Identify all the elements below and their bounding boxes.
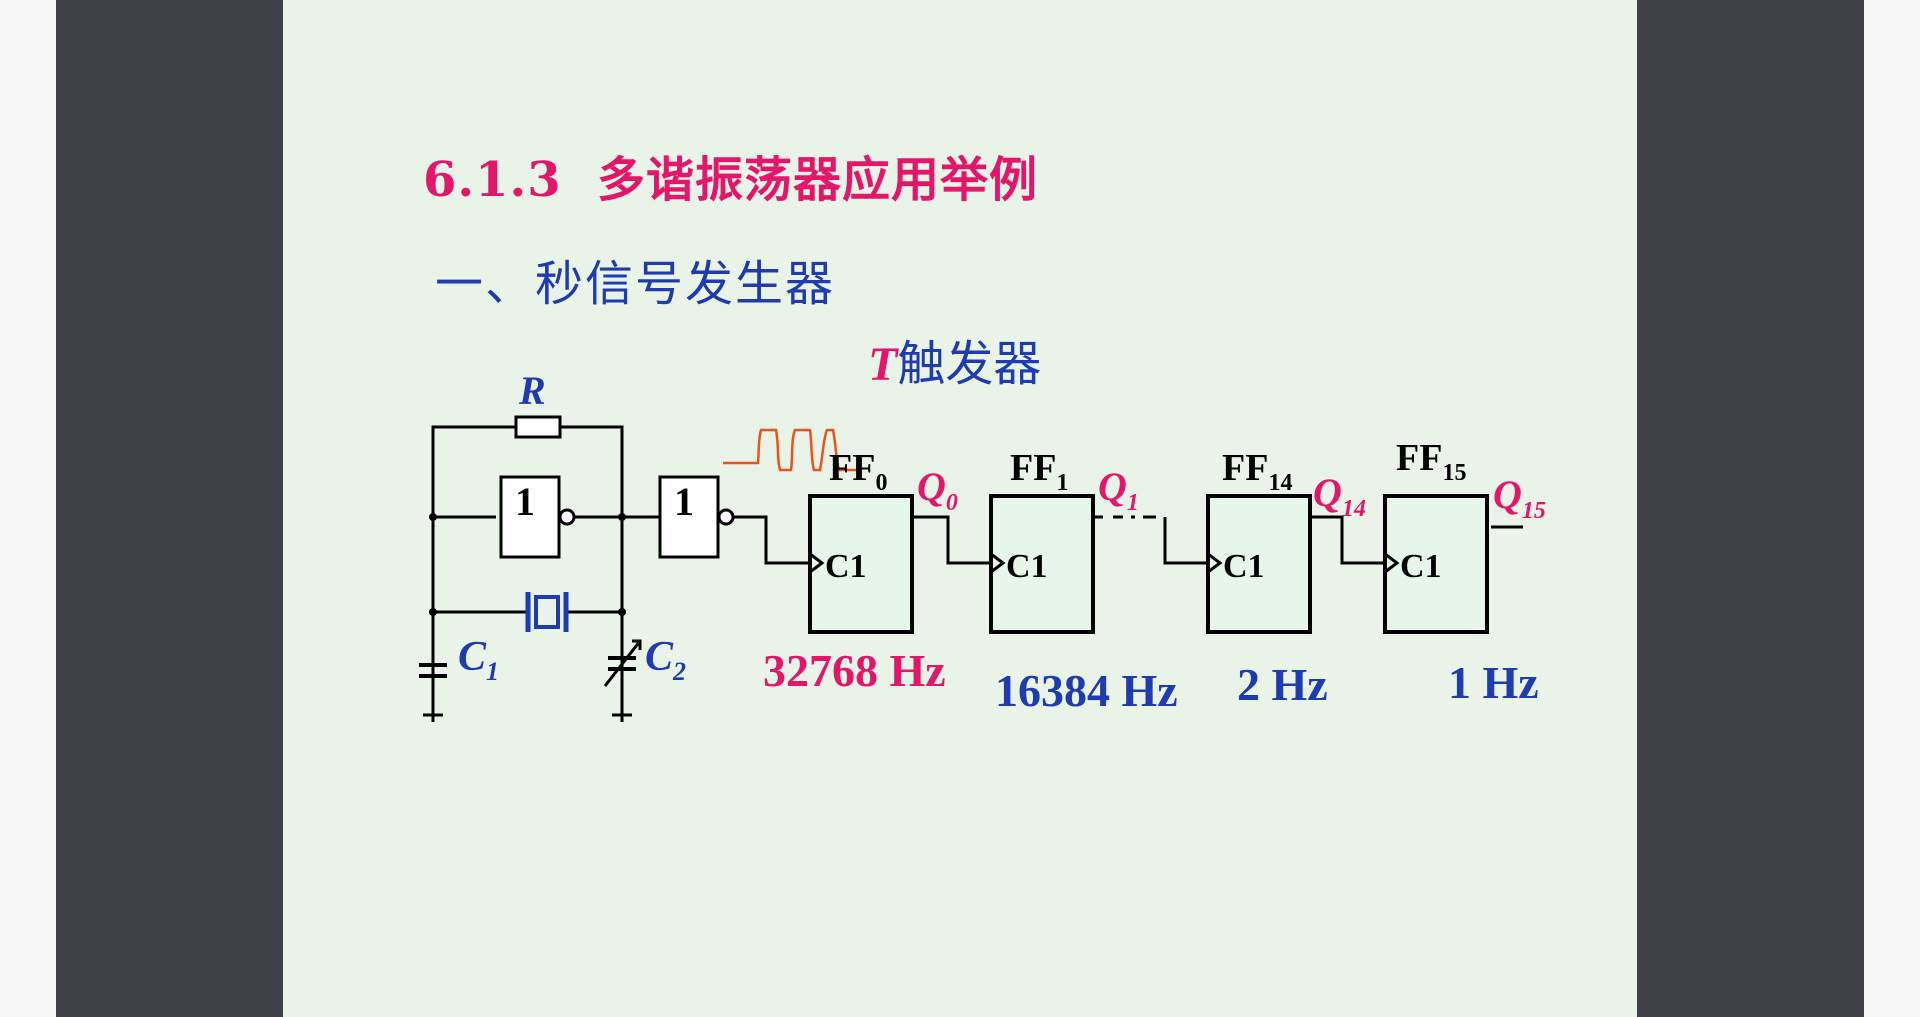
ff1-name: FF1: [1010, 447, 1068, 496]
ff14-clock-label: C1: [1223, 548, 1265, 585]
subsection-title: 一、秒信号发生器: [435, 256, 836, 312]
gate-1-label: 1: [515, 479, 535, 524]
section-title: 6.1.3 多谐振荡器应用举例: [423, 140, 1038, 210]
flipflop-ff1: [989, 494, 1095, 634]
ff1-output-label: Q1: [1098, 464, 1139, 516]
junction-dot: [429, 513, 437, 521]
capacitor-c2: [603, 612, 642, 717]
ff15-name: FF15: [1396, 437, 1466, 486]
frequency-label-ff1: 16384 Hz: [995, 665, 1178, 716]
ff14-output-label: Q14: [1313, 470, 1366, 522]
gate-2-label: 1: [674, 479, 694, 524]
circuit-diagram: T触发器 R 1: [419, 336, 1546, 722]
section-title-text: 多谐振荡器应用举例: [597, 152, 1039, 208]
ff0-clock-label: C1: [825, 548, 867, 585]
crystal-oscillator: [525, 592, 569, 632]
viewer-right-margin: [1637, 0, 1864, 1017]
ff1-clock-label: C1: [1006, 548, 1048, 585]
flipflop-caption: T触发器: [868, 336, 1041, 392]
viewer-left-margin: [56, 0, 283, 1017]
inverter-gate-2: [658, 475, 720, 559]
cap1-label: C1: [458, 634, 499, 686]
slide-page: 6.1.3 多谐振荡器应用举例 一、秒信号发生器 T触发器 R 1: [283, 0, 1637, 1017]
capacitor-c1: [419, 612, 447, 717]
cap2-label: C2: [645, 634, 686, 686]
ff14-name: FF14: [1222, 447, 1292, 496]
frequency-label-ff15: 1 Hz: [1448, 657, 1539, 708]
stage-wiring: [733, 515, 1523, 565]
ff15-output-label: Q15: [1493, 472, 1546, 524]
flipflop-ff15: [1383, 494, 1489, 634]
ff0-output-label: Q0: [917, 464, 958, 516]
inverter-bubble: [558, 508, 576, 526]
frequency-label-ff0: 32768 Hz: [763, 645, 946, 696]
frequency-label-ff14: 2 Hz: [1237, 659, 1328, 710]
ff15-clock-label: C1: [1400, 548, 1442, 585]
section-number: 6.1.3: [423, 152, 562, 208]
flipflop-ff14: [1206, 494, 1312, 634]
inverter-bubble: [717, 508, 735, 526]
flipflop-ff0: [808, 494, 914, 634]
square-wave-sketch: [723, 428, 858, 472]
ff0-name: FF0: [829, 447, 887, 496]
junction-dot: [618, 513, 626, 521]
resistor-label: R: [518, 368, 546, 413]
resistor-r: [514, 415, 562, 439]
